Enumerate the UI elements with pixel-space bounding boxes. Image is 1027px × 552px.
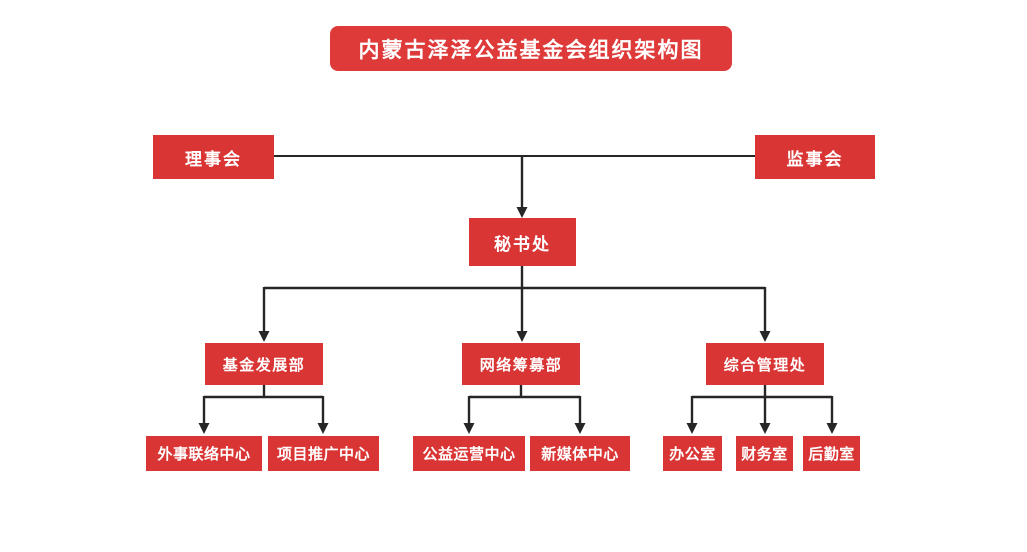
node-office: 办公室 (663, 436, 722, 471)
node-foreign-liaison-center: 外事联络中心 (146, 436, 262, 471)
node-fund-development-dept: 基金发展部 (205, 343, 323, 385)
node-project-promotion-center: 项目推广中心 (268, 436, 379, 471)
chart-title: 内蒙古泽泽公益基金会组织架构图 (330, 26, 732, 71)
node-secretariat: 秘书处 (469, 218, 576, 266)
node-general-management-office: 综合管理处 (706, 343, 824, 385)
node-board-of-directors: 理事会 (153, 135, 274, 179)
node-new-media-center: 新媒体中心 (530, 436, 630, 471)
node-welfare-operations-center: 公益运营中心 (413, 436, 525, 471)
node-logistics-room: 后勤室 (803, 436, 860, 471)
node-online-fundraising-dept: 网络筹募部 (462, 343, 580, 385)
node-finance-room: 财务室 (736, 436, 793, 471)
node-board-of-supervisors: 监事会 (755, 135, 875, 179)
